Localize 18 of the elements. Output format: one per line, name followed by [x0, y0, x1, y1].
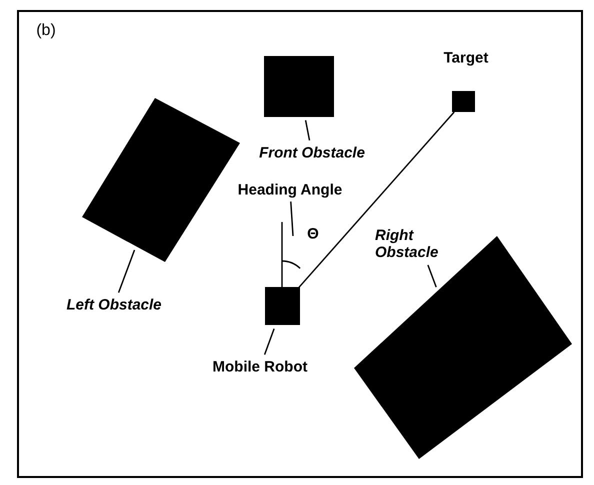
obstacle-block [82, 98, 240, 262]
obstacle-label: Front Obstacle [259, 144, 365, 162]
obstacle-label: Left Obstacle [66, 296, 162, 314]
angle-symbol: Θ [307, 225, 319, 243]
target-label: Target [444, 49, 488, 67]
obstacle-label: Right Obstacle [375, 226, 465, 262]
panel-label: (b) [36, 22, 56, 40]
target-square [452, 91, 475, 112]
robot-square [265, 287, 300, 325]
obstacle-block [264, 56, 334, 117]
angle-label: Heading Angle [238, 181, 342, 199]
leader-line [118, 250, 136, 293]
leader-line [304, 120, 310, 141]
leader-line [427, 264, 437, 288]
connecting-line [298, 112, 455, 288]
leader-line [290, 202, 294, 236]
leader-line [264, 328, 275, 355]
robot-label: Mobile Robot [212, 358, 308, 376]
